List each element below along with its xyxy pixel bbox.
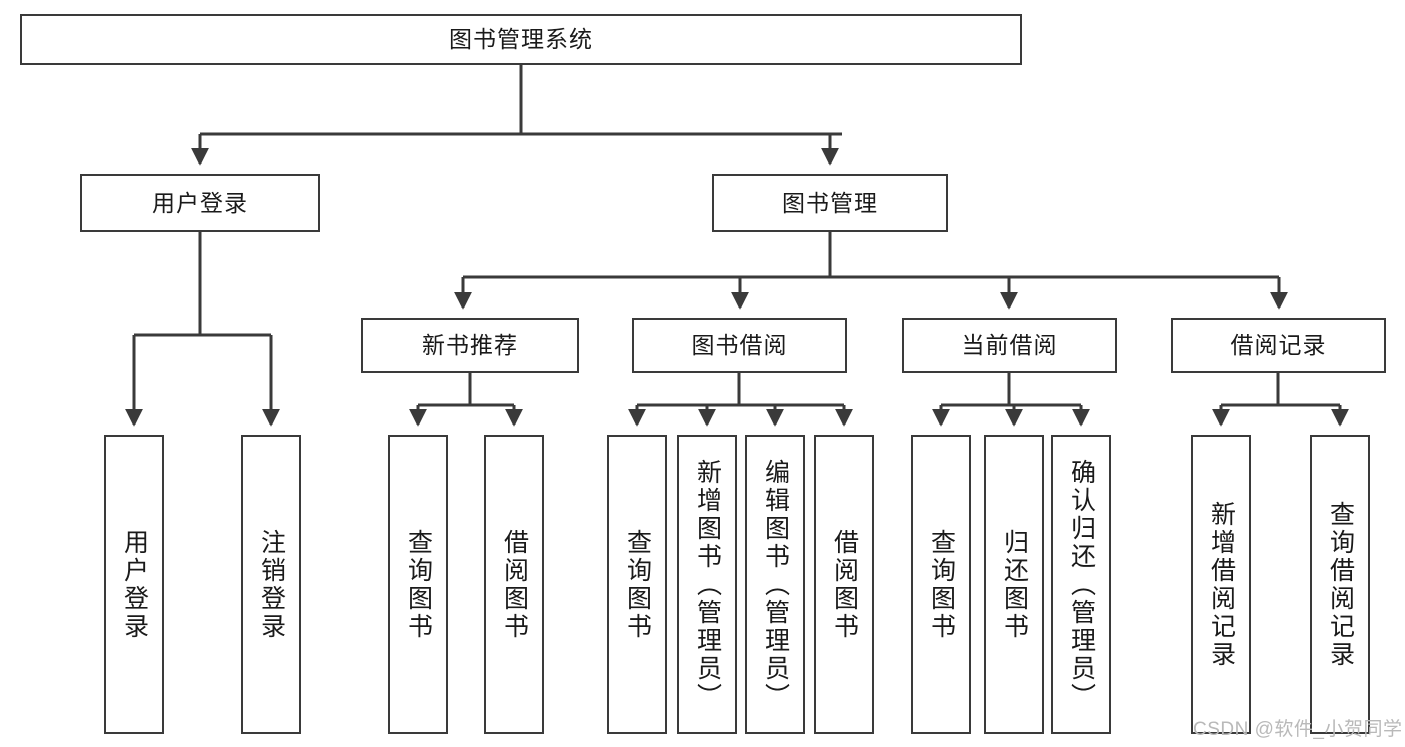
node-leaf-borrow-book[interactable]: 借阅图书 <box>814 435 874 734</box>
node-label: 图书管理 <box>782 189 878 216</box>
node-leaf-query-book-current[interactable]: 查询图书 <box>911 435 971 734</box>
node-leaf-query-book-new[interactable]: 查询图书 <box>388 435 448 734</box>
node-user-login[interactable]: 用户登录 <box>80 174 320 232</box>
node-book-management[interactable]: 图书管理 <box>712 174 948 232</box>
node-label: 归还图书 <box>1000 528 1029 641</box>
node-new-book-recommend[interactable]: 新书推荐 <box>361 318 579 373</box>
node-leaf-add-borrow-record[interactable]: 新增借阅记录 <box>1191 435 1251 734</box>
node-leaf-user-login[interactable]: 用户登录 <box>104 435 164 734</box>
node-label: 查询图书 <box>927 528 956 641</box>
node-label: 编辑图书（管理员） <box>761 458 790 711</box>
node-borrow-record[interactable]: 借阅记录 <box>1171 318 1386 373</box>
node-book-borrow[interactable]: 图书借阅 <box>632 318 847 373</box>
node-label: 新书推荐 <box>422 332 518 358</box>
node-label: 查询借阅记录 <box>1326 500 1355 669</box>
node-leaf-logout-login[interactable]: 注销登录 <box>241 435 301 734</box>
node-label: 用户登录 <box>120 528 149 641</box>
node-leaf-borrow-book-new[interactable]: 借阅图书 <box>484 435 544 734</box>
node-current-borrow[interactable]: 当前借阅 <box>902 318 1117 373</box>
node-label: 新增借阅记录 <box>1207 500 1236 669</box>
node-leaf-edit-book-admin[interactable]: 编辑图书（管理员） <box>745 435 805 734</box>
node-leaf-query-book-borrow[interactable]: 查询图书 <box>607 435 667 734</box>
node-system-title[interactable]: 图书管理系统 <box>20 14 1022 65</box>
node-label: 借阅记录 <box>1230 332 1327 358</box>
csdn-watermark: CSDN @软件_小贺同学 <box>1193 719 1403 740</box>
node-label: 当前借阅 <box>961 332 1058 358</box>
node-leaf-query-borrow-record[interactable]: 查询借阅记录 <box>1310 435 1370 734</box>
node-label: 借阅图书 <box>500 528 529 641</box>
node-label: 查询图书 <box>623 528 652 641</box>
node-leaf-return-book[interactable]: 归还图书 <box>984 435 1044 734</box>
node-label: 图书借阅 <box>691 332 788 358</box>
node-label: 图书管理系统 <box>449 26 593 52</box>
node-leaf-add-book-admin[interactable]: 新增图书（管理员） <box>677 435 737 734</box>
node-label: 查询图书 <box>404 528 433 641</box>
node-label: 借阅图书 <box>830 528 859 641</box>
node-label: 新增图书（管理员） <box>693 458 722 711</box>
node-label: 用户登录 <box>152 189 248 216</box>
node-label: 注销登录 <box>257 528 286 641</box>
node-leaf-confirm-return-admin[interactable]: 确认归还（管理员） <box>1051 435 1111 734</box>
node-label: 确认归还（管理员） <box>1067 458 1096 711</box>
